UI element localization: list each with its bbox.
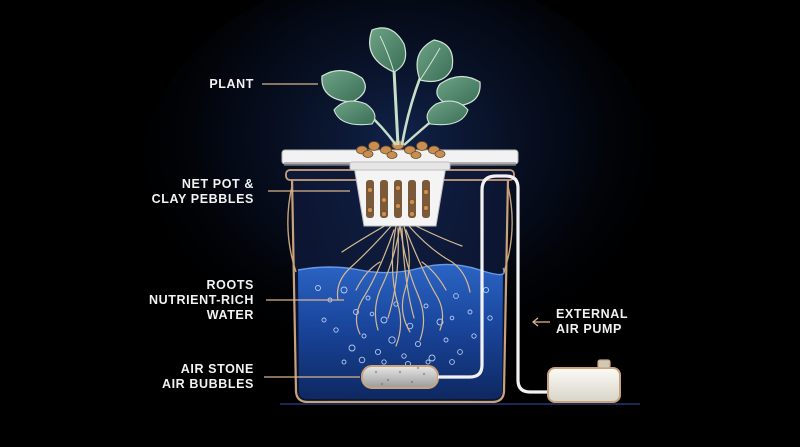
bubble bbox=[340, 286, 348, 294]
bubble bbox=[374, 348, 382, 356]
bucket-handle bbox=[287, 185, 297, 273]
roots bbox=[336, 223, 471, 347]
label-nutrient-line: NUTRIENT-RICH bbox=[148, 293, 254, 307]
bubble bbox=[341, 359, 347, 365]
air-pump-leader-arrow bbox=[531, 317, 539, 327]
bubble bbox=[423, 303, 429, 309]
bucket bbox=[280, 169, 640, 405]
bubble bbox=[321, 317, 327, 323]
water-surface bbox=[297, 263, 505, 276]
bubble bbox=[425, 359, 431, 365]
air-pump bbox=[547, 359, 621, 403]
bubble bbox=[353, 309, 359, 315]
air-bubbles bbox=[315, 285, 493, 368]
bubble bbox=[358, 356, 366, 364]
bubble bbox=[449, 359, 455, 365]
label-plant: PLANT bbox=[209, 77, 254, 92]
label-roots-water: ROOTS NUTRIENT-RICH WATER bbox=[149, 278, 254, 323]
bubble bbox=[365, 295, 371, 301]
label-external-line: EXTERNAL bbox=[556, 307, 629, 321]
label-air-stone-line: AIR STONE bbox=[180, 362, 254, 376]
bubble bbox=[428, 354, 436, 362]
label-air-stone: AIR STONE AIR BUBBLES bbox=[162, 362, 254, 392]
bubble bbox=[471, 333, 477, 339]
bubble bbox=[348, 344, 356, 352]
leaf-low-left bbox=[333, 100, 376, 126]
net-pot bbox=[349, 161, 451, 227]
label-net-pot: NET POT & CLAY PEBBLES bbox=[152, 177, 254, 207]
bubble bbox=[380, 316, 388, 324]
air-tube bbox=[438, 174, 548, 394]
bubble bbox=[467, 309, 473, 315]
leaf-left bbox=[321, 69, 366, 103]
label-roots-line: ROOTS bbox=[206, 278, 254, 292]
bubble bbox=[443, 337, 449, 343]
bubble bbox=[381, 359, 387, 365]
bubble bbox=[414, 340, 422, 348]
leader-lines bbox=[262, 83, 550, 378]
bubble bbox=[487, 315, 493, 321]
label-net-pot-line-2: CLAY PEBBLES bbox=[151, 192, 254, 206]
bubble bbox=[388, 336, 396, 344]
bubble bbox=[401, 353, 407, 359]
label-air-pump: EXTERNAL AIR PUMP bbox=[556, 307, 628, 337]
label-plant-line: PLANT bbox=[209, 77, 254, 91]
bubble bbox=[449, 315, 455, 321]
bubble bbox=[453, 293, 459, 299]
bubble bbox=[457, 349, 463, 355]
label-water-line: WATER bbox=[206, 308, 254, 322]
leaf-right bbox=[436, 75, 481, 107]
label-air-bubbles-line: AIR BUBBLES bbox=[161, 377, 254, 391]
label-net-pot-line-1: NET POT & bbox=[181, 177, 254, 191]
nutrient-water bbox=[298, 264, 505, 399]
plant bbox=[321, 27, 481, 146]
air-stone bbox=[361, 365, 439, 389]
bubble bbox=[369, 311, 375, 317]
bubble bbox=[315, 285, 321, 291]
label-air-pump-line: AIR PUMP bbox=[556, 322, 622, 336]
bubble bbox=[436, 318, 444, 326]
bubble bbox=[333, 327, 339, 333]
bucket-handle-right bbox=[503, 185, 513, 273]
bubble bbox=[361, 333, 367, 339]
leaf-low-right bbox=[426, 100, 469, 126]
leaf-top-left bbox=[369, 27, 407, 73]
